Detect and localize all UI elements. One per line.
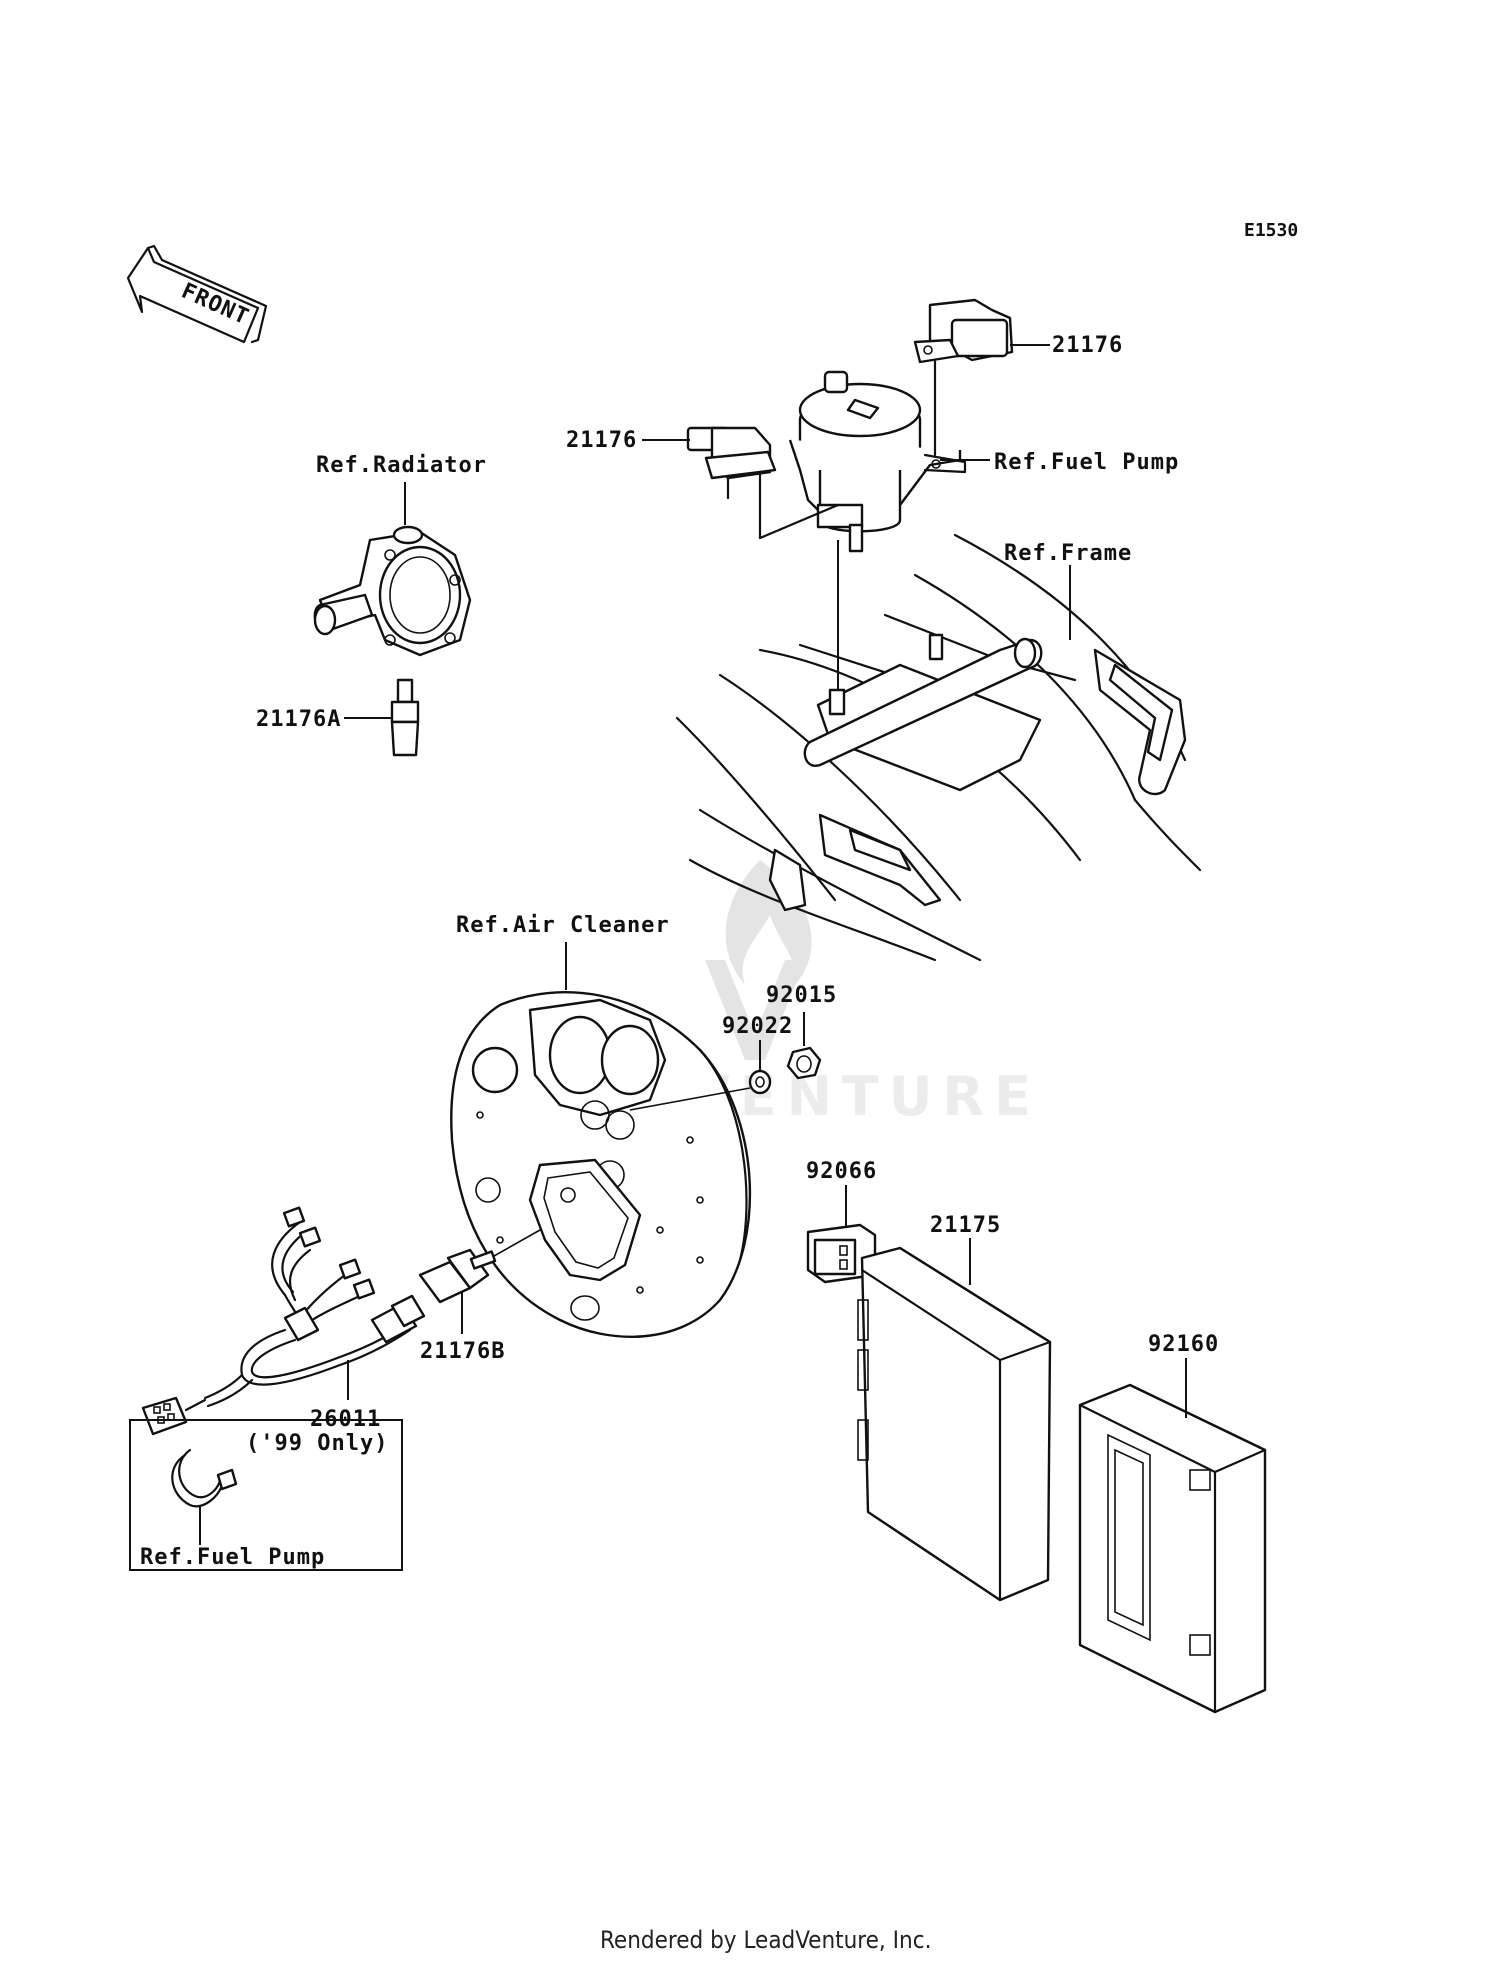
sensor-21176b: [418, 1229, 541, 1304]
label-21175: 21175: [930, 1213, 1001, 1238]
footer-credit: Rendered by LeadVenture, Inc.: [600, 1926, 931, 1954]
cover-92160: [1078, 1383, 1267, 1714]
front-arrow: FRONT: [126, 244, 268, 344]
label-92160: 92160: [1148, 1332, 1219, 1357]
harness-26011: [141, 1206, 426, 1436]
label-ref-frame: Ref.Frame: [1004, 541, 1132, 566]
label-21176-top: 21176: [1052, 333, 1123, 358]
label-ref-fuel-pump-top: Ref.Fuel Pump: [994, 450, 1179, 475]
sensor-21176a: [390, 678, 420, 757]
connector-92066: [806, 1223, 877, 1284]
thermostat-housing: [313, 525, 472, 657]
label-ref-fuel-pump-inset: Ref.Fuel Pump: [140, 1545, 325, 1570]
map-sensor-left: [686, 426, 840, 540]
map-sensor-top: [913, 298, 1014, 457]
inset-box: ('99 Only) Ref.Fuel Pump: [129, 1419, 403, 1571]
label-ref-radiator: Ref.Radiator: [316, 453, 487, 478]
nut-92015: [786, 1046, 822, 1080]
ecu-21175: [857, 1246, 1052, 1602]
label-92066: 92066: [806, 1159, 877, 1184]
front-label: FRONT: [178, 279, 253, 331]
label-21176-left: 21176: [566, 428, 637, 453]
label-ref-air-cleaner: Ref.Air Cleaner: [456, 913, 670, 938]
label-21176a: 21176A: [256, 707, 341, 732]
frame: [675, 533, 1202, 962]
clamp: [171, 1448, 238, 1508]
diagram-code: E1530: [1244, 220, 1298, 241]
inset-note: ('99 Only): [246, 1431, 388, 1456]
label-21176b: 21176B: [420, 1339, 505, 1364]
label-92015: 92015: [766, 983, 837, 1008]
air-cleaner-plate: [450, 991, 752, 1338]
washer-92022: [748, 1069, 772, 1095]
label-92022: 92022: [722, 1014, 793, 1039]
fuel-pump-assembly: [788, 370, 967, 553]
